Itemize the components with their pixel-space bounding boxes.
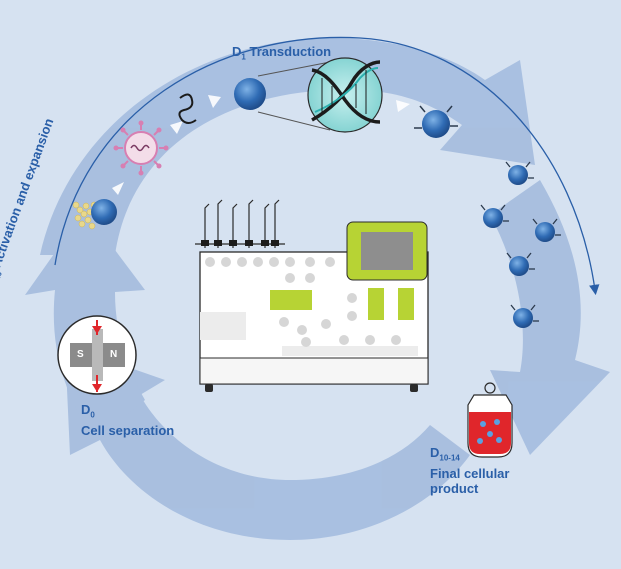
magnet-north-label: N xyxy=(110,349,118,360)
car-t-cell xyxy=(505,161,534,185)
car-t-cells xyxy=(414,105,561,328)
rna-strand-icon xyxy=(178,93,197,124)
label-final-product: D10-14 Final cellular product xyxy=(430,445,510,496)
car-t-cell xyxy=(414,105,458,138)
cell-processing-instrument xyxy=(195,199,429,392)
cycle-arrow-bottom xyxy=(65,345,470,540)
direction-markers xyxy=(112,95,410,195)
transduced-cell xyxy=(234,61,331,131)
car-t-cell xyxy=(480,204,509,228)
blood-bag-icon xyxy=(467,382,513,458)
cycle-arrow-right xyxy=(490,180,610,455)
label-cell-separation: D0 Cell separation xyxy=(81,402,175,438)
timeline-arc xyxy=(54,36,600,296)
cycle-arrow-top xyxy=(40,37,535,255)
magnet-south-label: S xyxy=(77,349,84,360)
activated-cell-with-beads xyxy=(72,199,117,230)
virus-icon xyxy=(113,120,169,176)
car-t-cell xyxy=(532,218,561,242)
car-t-cell xyxy=(510,304,539,328)
label-transduction: D1 Transduction xyxy=(232,44,332,62)
car-t-cell xyxy=(506,252,535,276)
magnetic-separation-icon xyxy=(57,315,137,395)
dna-zoom-lens xyxy=(307,57,383,133)
